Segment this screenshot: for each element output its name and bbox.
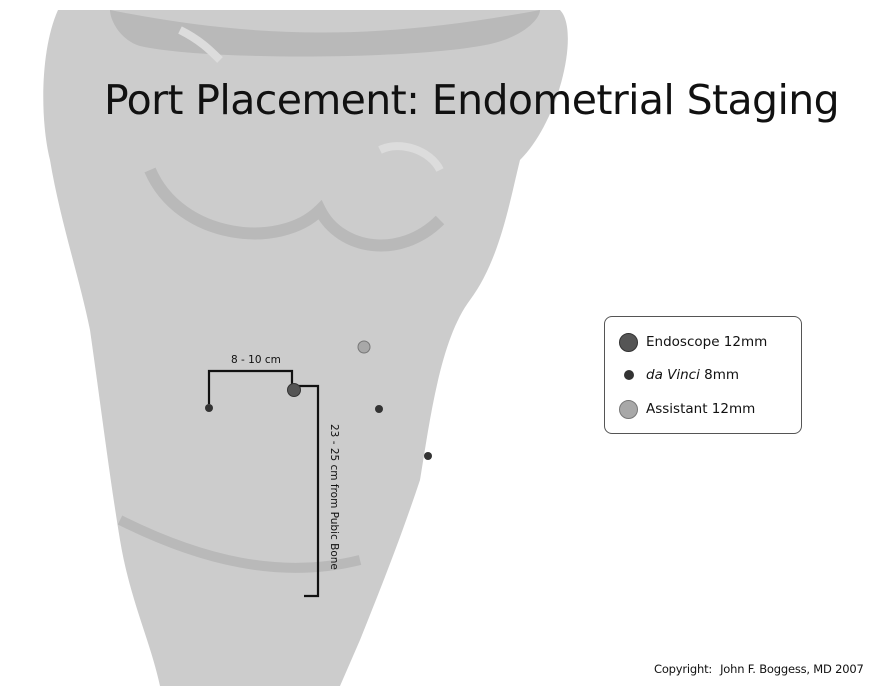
horizontal-measurement-label: 8 - 10 cm <box>231 354 281 366</box>
legend-label-da-vinci-size: 8mm <box>704 367 739 383</box>
assistant-port-marker <box>358 341 370 353</box>
da-vinci-port-marker-left <box>205 404 213 412</box>
legend: Endoscope 12mm da Vinci 8mm Assistant 12… <box>604 316 802 434</box>
copyright-author: John F. Boggess, MD 2007 <box>720 662 864 676</box>
copyright-prefix: Copyright: <box>654 662 712 676</box>
endoscope-port-marker <box>288 384 301 397</box>
da-vinci-port-marker-lower <box>424 452 432 460</box>
diagram-title: Port Placement: Endometrial Staging <box>104 76 824 124</box>
da-vinci-port-marker-right <box>375 405 383 413</box>
assistant-swatch <box>619 400 638 419</box>
legend-label-da-vinci-name: da Vinci <box>646 367 700 383</box>
legend-label-assistant: Assistant 12mm <box>646 401 755 417</box>
legend-item-endoscope: Endoscope 12mm <box>619 328 767 356</box>
da-vinci-swatch <box>624 370 634 380</box>
legend-label-da-vinci: da Vinci 8mm <box>646 367 739 383</box>
legend-item-assistant: Assistant 12mm <box>619 395 755 423</box>
endoscope-swatch <box>619 333 638 352</box>
legend-item-da-vinci: da Vinci 8mm <box>624 361 739 389</box>
vertical-measurement-label: 23 - 25 cm from Pubic Bone <box>328 424 340 570</box>
legend-label-endoscope: Endoscope 12mm <box>646 334 767 350</box>
copyright-notice: Copyright: John F. Boggess, MD 2007 <box>654 662 864 676</box>
